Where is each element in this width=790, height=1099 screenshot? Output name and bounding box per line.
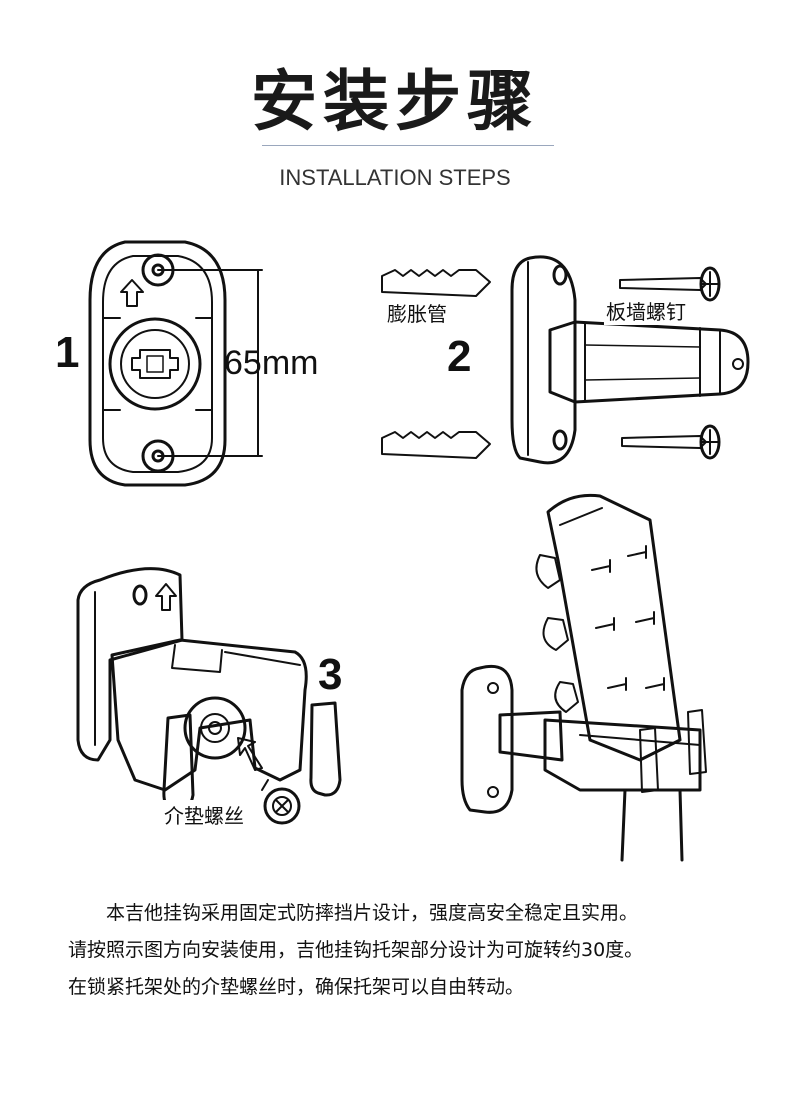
- washer-screw-label: 介垫螺丝: [162, 800, 246, 829]
- dimension-line: [157, 269, 263, 457]
- instruction-line-3: 在锁紧托架处的介垫螺丝时，确保托架可以自由转动。: [68, 976, 525, 998]
- step-3-number: 3: [318, 650, 343, 699]
- wall-anchor-top: [381, 269, 491, 297]
- title-divider: [262, 145, 554, 146]
- hook-with-guitar: [460, 493, 707, 862]
- wall-screw-top: [619, 266, 721, 302]
- anchor-label: 膨胀管: [385, 298, 449, 327]
- wall-screw-bottom: [621, 424, 721, 460]
- plate-dimension-label: 65mm: [224, 344, 319, 382]
- page-subtitle: INSTALLATION STEPS: [279, 165, 511, 190]
- hook-assembly-closeup: [76, 567, 342, 825]
- instruction-line-2: 请按照示图方向安装使用，吉他挂钩托架部分设计为可旋转约30度。: [68, 939, 644, 961]
- page-title: 安装步骤: [251, 63, 539, 140]
- wall-screw-label: 板墙螺钉: [604, 296, 688, 325]
- mounting-plate-front: [88, 240, 227, 487]
- instruction-line-1: 本吉他挂钩采用固定式防摔挡片设计，强度高安全稳定且实用。: [106, 902, 639, 924]
- mounting-plate-side: [510, 255, 750, 465]
- instruction-text: 本吉他挂钩采用固定式防摔挡片设计，强度高安全稳定且实用。 请按照示图方向安装使用…: [68, 895, 758, 1006]
- step-2-number: 2: [447, 332, 472, 381]
- step-1-number: 1: [55, 328, 80, 377]
- wall-anchor-bottom: [381, 431, 491, 459]
